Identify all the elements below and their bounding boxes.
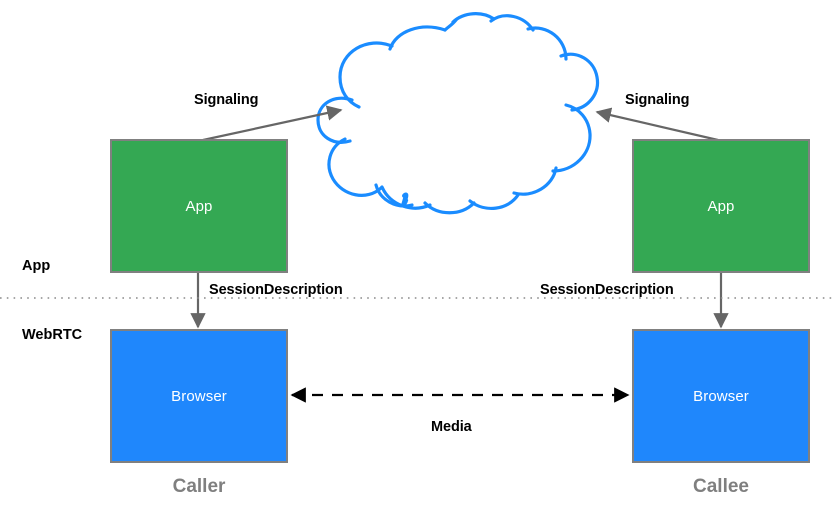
layer-label-webrtc: WebRTC — [22, 327, 83, 343]
signaling-arrow-left — [202, 105, 343, 142]
node-label: App — [707, 197, 735, 215]
edge-label-session-description-right: SessionDescription — [540, 282, 674, 298]
edge-label-session-description-left: SessionDescription — [209, 282, 343, 298]
node-browser-callee[interactable]: Browser — [632, 329, 810, 463]
node-label: Browser — [693, 387, 749, 405]
node-label: App — [185, 197, 213, 215]
node-app-caller[interactable]: App — [110, 139, 288, 273]
node-browser-caller[interactable]: Browser — [110, 329, 288, 463]
signaling-server-cloud — [316, 12, 600, 215]
edge-label-signaling-right: Signaling — [625, 92, 690, 108]
actor-label-callee: Callee — [693, 476, 749, 497]
signaling-arrow-right — [595, 107, 719, 142]
edge-label-signaling-left: Signaling — [194, 92, 259, 108]
node-app-callee[interactable]: App — [632, 139, 810, 273]
node-label: Browser — [171, 387, 227, 405]
actor-label-caller: Caller — [172, 476, 226, 497]
edge-label-media: Media — [431, 419, 472, 435]
layer-label-app: App — [22, 258, 51, 274]
